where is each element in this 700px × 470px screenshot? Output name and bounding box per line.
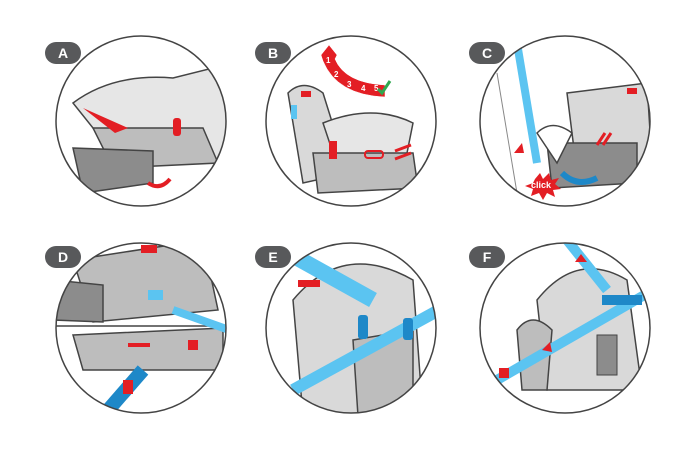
shoulder-belt (563, 243, 611, 294)
step-a-illustration (55, 35, 227, 207)
seat-belt (513, 42, 541, 164)
step-label-a: A (45, 42, 81, 64)
click-callout: click (525, 173, 561, 200)
step-label-e: E (255, 246, 291, 268)
step-b-illustration: 1 2 3 4 5 (265, 35, 437, 207)
step-a-panel: A (45, 33, 229, 209)
step-c-illustration: click (479, 35, 651, 207)
red-arrow-icon (514, 143, 524, 153)
recline-position-4: 4 (361, 84, 366, 93)
red-handle (173, 118, 181, 136)
step-label-b: B (255, 42, 291, 64)
step-e-illustration (265, 242, 437, 414)
hand (536, 124, 573, 165)
recline-position-3: 3 (347, 80, 352, 89)
red-arrow-icon (575, 254, 587, 262)
step-d-panel: D (45, 240, 229, 416)
recline-handle (364, 150, 384, 159)
recline-position-scale: 1 2 3 4 5 (320, 44, 392, 98)
red-arrow-icon (83, 108, 128, 133)
step-label-d: D (45, 246, 81, 268)
step-label-f: F (469, 246, 505, 268)
belt-guide-right (403, 318, 413, 340)
step-c-panel: click C (469, 33, 653, 209)
curved-arrow-icon (146, 177, 172, 189)
blue-arrow-icon (559, 170, 599, 185)
click-text: click (531, 180, 552, 190)
step-f-panel: F (469, 240, 653, 416)
red-arrow-icon (542, 342, 552, 352)
step-label-c: C (469, 42, 505, 64)
recline-position-2: 2 (334, 70, 339, 79)
recline-position-5: 5 (374, 84, 379, 93)
step-e-panel: E (255, 240, 439, 416)
belt-guide-left (358, 315, 368, 339)
recline-position-1: 1 (326, 56, 331, 65)
checkmark-icon (376, 80, 392, 96)
lap-belt (290, 304, 436, 396)
step-d-illustration (55, 242, 227, 414)
step-b-panel: 1 2 3 4 5 B (255, 33, 439, 209)
double-arrow-icon (394, 143, 412, 161)
step-f-illustration (479, 242, 651, 414)
